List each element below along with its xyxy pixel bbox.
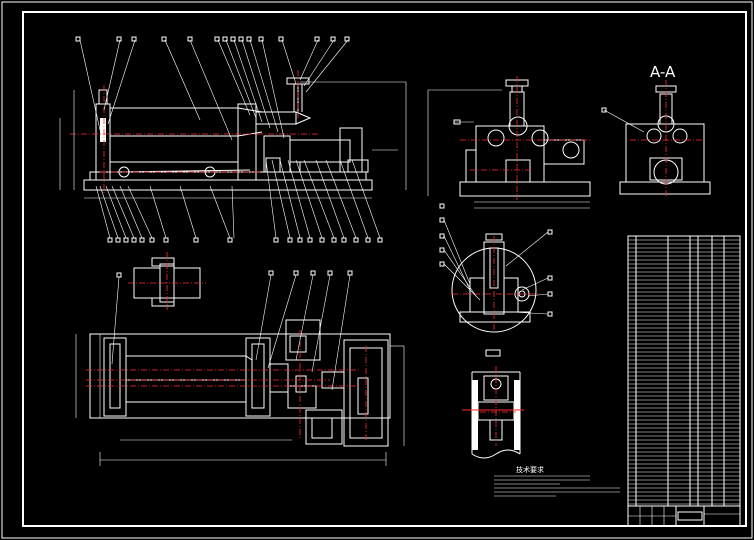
front-elevation-view [59, 36, 407, 243]
technical-requirements-notes: 技术要求 [494, 465, 620, 497]
section-a-a-view: A-A [601, 63, 711, 196]
parts-list-table [627, 235, 741, 527]
circular-detail-view [439, 203, 553, 333]
technical-requirements-title: 技术要求 [516, 465, 544, 474]
section-label: A-A [650, 63, 676, 81]
side-view [427, 76, 591, 209]
coupling-detail [128, 252, 206, 310]
plan-view [75, 270, 405, 466]
inner-frame [22, 11, 747, 527]
bearing-section-view [462, 349, 524, 459]
